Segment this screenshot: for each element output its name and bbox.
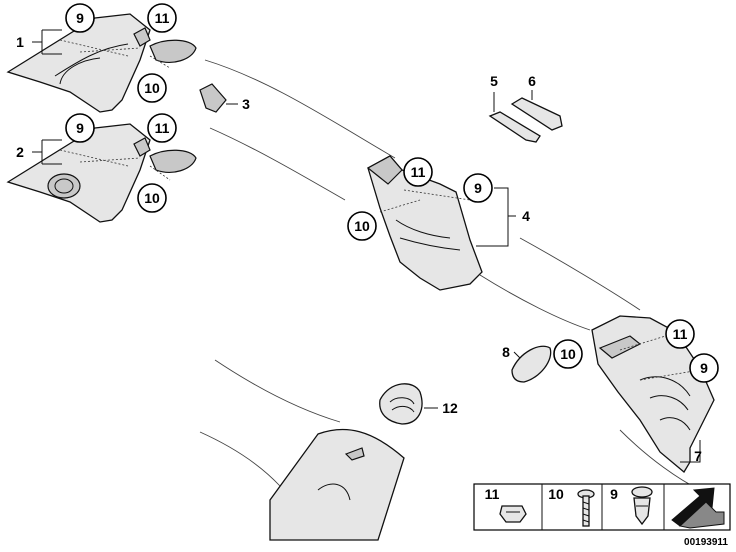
part-6-cover bbox=[510, 90, 563, 131]
callout-4: 4 bbox=[522, 208, 530, 224]
svg-text:11: 11 bbox=[673, 326, 688, 342]
legend-screw-10: 10 bbox=[548, 486, 595, 527]
svg-text:10: 10 bbox=[144, 190, 160, 206]
svg-text:9: 9 bbox=[610, 486, 618, 502]
callout-2: 2 bbox=[16, 144, 24, 160]
svg-text:9: 9 bbox=[474, 180, 482, 196]
svg-text:1: 1 bbox=[16, 34, 24, 50]
svg-text:11: 11 bbox=[485, 486, 500, 502]
legend-expanding-rivet-9: 9 bbox=[610, 486, 653, 526]
context-lines bbox=[199, 59, 701, 491]
callout-11d: 11 bbox=[665, 319, 695, 349]
svg-text:10: 10 bbox=[144, 80, 160, 96]
svg-text:7: 7 bbox=[694, 448, 702, 464]
callout-3: 3 bbox=[242, 96, 250, 112]
callout-10d: 10 bbox=[553, 339, 583, 369]
callout-12: 12 bbox=[442, 400, 458, 416]
callout-11a: 11 bbox=[147, 3, 177, 33]
callout-5: 5 bbox=[490, 73, 498, 89]
part-1-trim bbox=[6, 13, 197, 113]
svg-text:10: 10 bbox=[354, 218, 370, 234]
svg-text:5: 5 bbox=[490, 73, 498, 89]
part-2-trim bbox=[6, 123, 197, 223]
svg-text:9: 9 bbox=[76, 10, 84, 26]
callout-11c: 11 bbox=[403, 157, 433, 187]
fastener-legend: 11 10 9 bbox=[473, 483, 731, 531]
legend-clip-11: 11 bbox=[485, 486, 527, 523]
legend-orientation-arrow-icon bbox=[671, 487, 725, 529]
diagram-number: 00193911 bbox=[684, 537, 728, 548]
part-7-trim bbox=[591, 315, 715, 473]
callout-9a: 9 bbox=[65, 3, 95, 33]
callout-1: 1 bbox=[16, 34, 24, 50]
callout-7: 7 bbox=[694, 448, 702, 464]
svg-text:10: 10 bbox=[560, 346, 576, 362]
callout-6: 6 bbox=[528, 73, 536, 89]
svg-text:9: 9 bbox=[700, 360, 708, 376]
svg-text:10: 10 bbox=[548, 486, 564, 502]
callout-9b: 9 bbox=[65, 113, 95, 143]
svg-text:8: 8 bbox=[502, 344, 510, 360]
callout-9c: 9 bbox=[463, 173, 493, 203]
part-3-clip bbox=[199, 83, 238, 113]
leader-1 bbox=[32, 29, 62, 55]
callout-11b: 11 bbox=[147, 113, 177, 143]
svg-text:11: 11 bbox=[155, 120, 170, 136]
part-8-cap bbox=[511, 345, 552, 383]
leader-2 bbox=[32, 139, 62, 165]
part-5-cover bbox=[488, 92, 541, 143]
svg-text:6: 6 bbox=[528, 73, 536, 89]
svg-text:4: 4 bbox=[522, 208, 530, 224]
lower-panel bbox=[269, 428, 405, 541]
callout-8: 8 bbox=[502, 344, 510, 360]
callout-10c: 10 bbox=[347, 211, 377, 241]
callout-9d: 9 bbox=[689, 353, 719, 383]
svg-text:11: 11 bbox=[155, 10, 170, 26]
part-12-cover bbox=[379, 383, 438, 425]
callout-10b: 10 bbox=[137, 183, 167, 213]
svg-text:3: 3 bbox=[242, 96, 250, 112]
svg-text:2: 2 bbox=[16, 144, 24, 160]
callout-10a: 10 bbox=[137, 73, 167, 103]
leader-4 bbox=[476, 187, 516, 247]
svg-text:9: 9 bbox=[76, 120, 84, 136]
svg-text:11: 11 bbox=[411, 164, 426, 180]
svg-text:12: 12 bbox=[442, 400, 458, 416]
